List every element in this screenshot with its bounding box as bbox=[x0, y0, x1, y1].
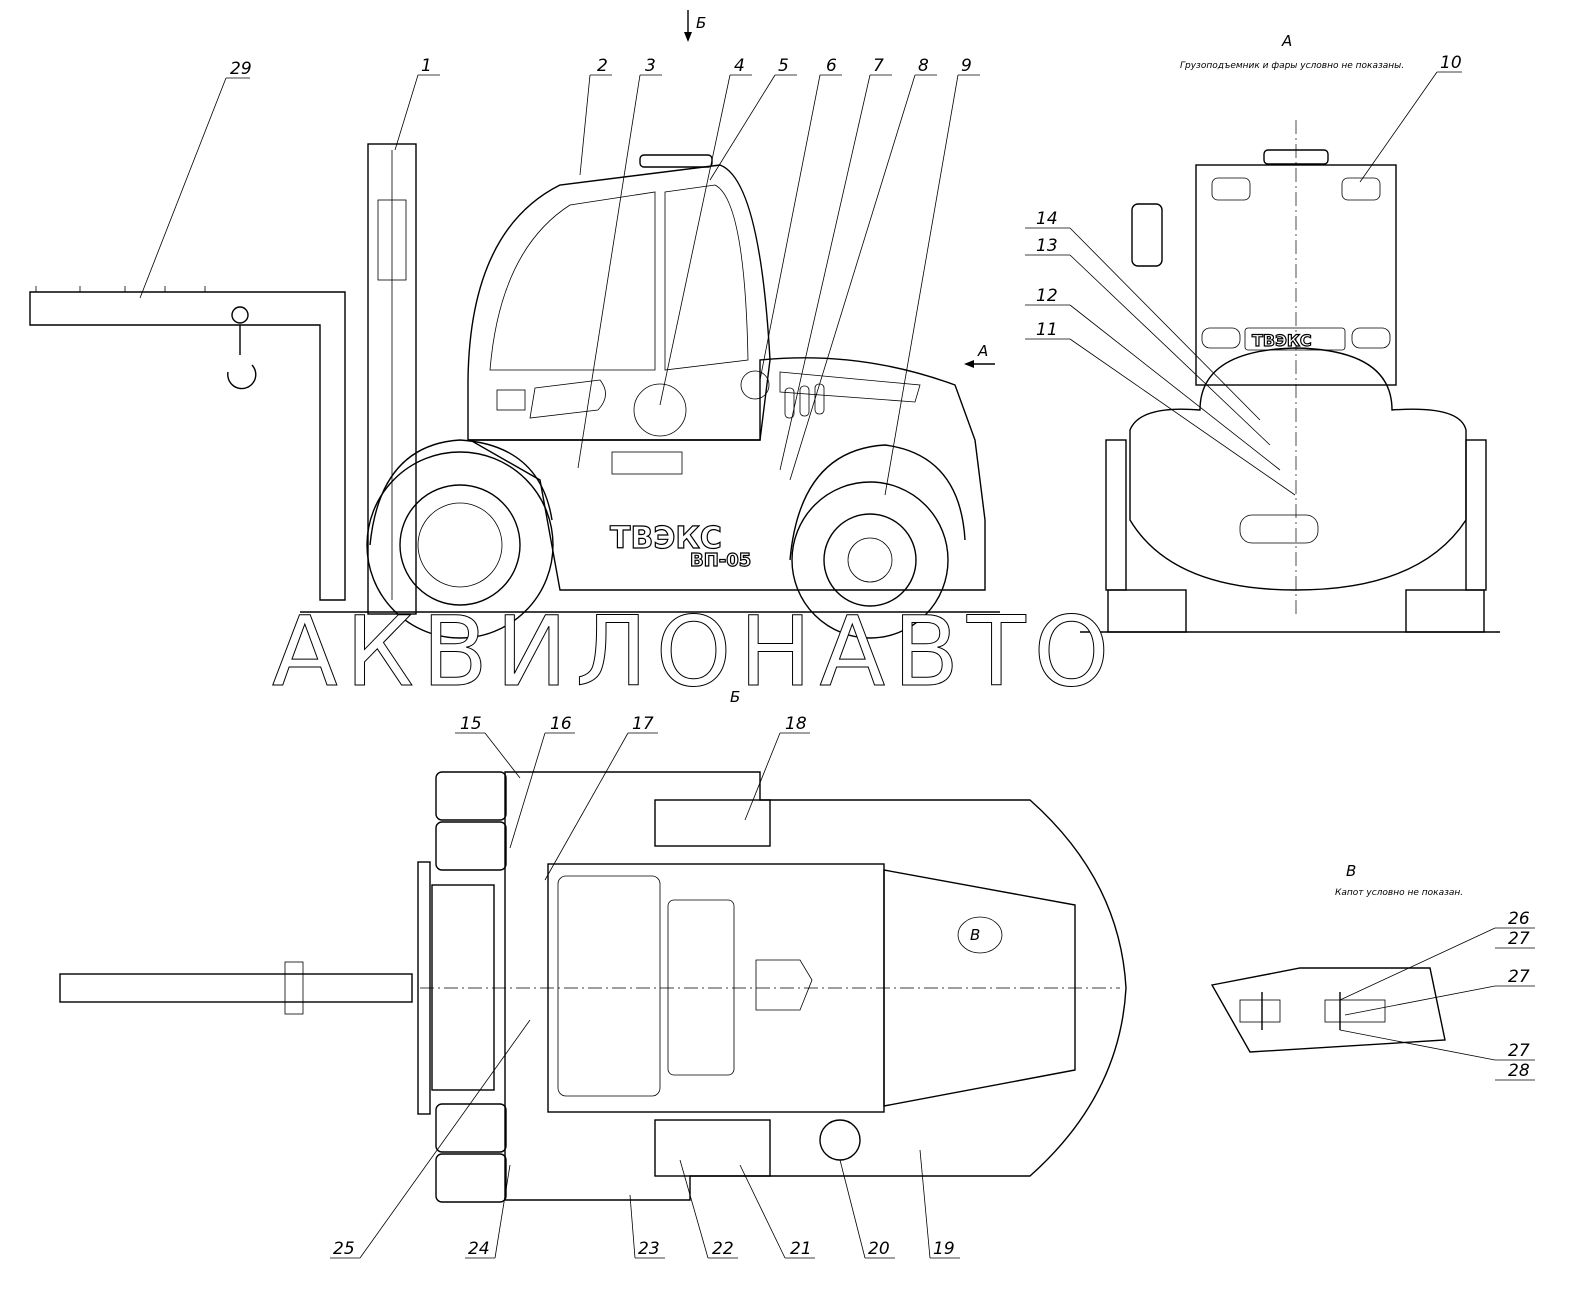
callout-numbers: 1 2 3 4 5 6 7 8 9 10 11 12 13 14 15 16 1… bbox=[230, 53, 1530, 1259]
side-view: ТВЭКС ВП-05 Б А bbox=[29, 10, 1000, 639]
cab-window bbox=[489, 191, 656, 371]
callout-27a: 27 bbox=[1508, 929, 1530, 949]
callout-leaders bbox=[139, 71, 1535, 1259]
section-b-marker: Б bbox=[696, 14, 706, 32]
callout-17: 17 bbox=[632, 714, 654, 734]
brand-name-front: ТВЭКС bbox=[1252, 331, 1312, 350]
jib-top bbox=[59, 973, 413, 1003]
view-a-title: А bbox=[1281, 32, 1292, 50]
front-tire-top-1 bbox=[435, 771, 507, 821]
wheel-left bbox=[1107, 589, 1187, 633]
crane-jib bbox=[29, 291, 346, 601]
mirror bbox=[1131, 203, 1163, 267]
callout-3: 3 bbox=[645, 56, 656, 76]
callout-14: 14 bbox=[1036, 209, 1058, 229]
engine-hood-front bbox=[1129, 347, 1467, 591]
callout-27c: 27 bbox=[1508, 1041, 1530, 1061]
callout-16: 16 bbox=[550, 714, 572, 734]
view-v-note: Капот условно не показан. bbox=[1335, 888, 1463, 898]
top-view-b: Б В bbox=[59, 688, 1127, 1203]
front-view-a: А Грузоподъемник и фары условно не показ… bbox=[1080, 32, 1500, 633]
callout-21: 21 bbox=[790, 1239, 812, 1259]
watermark: АКВИЛОНАВТО bbox=[272, 596, 1117, 708]
view-v-marker: В bbox=[970, 926, 980, 944]
cab-handle bbox=[529, 379, 606, 419]
callout-29: 29 bbox=[230, 59, 252, 79]
callout-12: 12 bbox=[1036, 286, 1058, 306]
detail-outline bbox=[1210, 967, 1446, 1053]
crane-hook bbox=[227, 325, 257, 390]
callout-22: 22 bbox=[712, 1239, 734, 1259]
cab bbox=[467, 164, 771, 441]
rear-wheel bbox=[791, 481, 949, 639]
callout-2: 2 bbox=[597, 56, 608, 76]
view-a-marker: А bbox=[977, 342, 988, 360]
callout-15: 15 bbox=[460, 714, 482, 734]
side-light bbox=[740, 370, 770, 400]
callout-20: 20 bbox=[868, 1239, 890, 1259]
front-fender bbox=[369, 439, 553, 546]
callout-11: 11 bbox=[1036, 320, 1058, 340]
cab-front bbox=[1195, 164, 1397, 386]
hook-pulley bbox=[231, 306, 249, 324]
callout-5: 5 bbox=[778, 56, 789, 76]
callout-13: 13 bbox=[1036, 236, 1058, 256]
callout-25: 25 bbox=[333, 1239, 355, 1259]
tire-right bbox=[1465, 439, 1487, 591]
step-plate-bottom bbox=[654, 1119, 771, 1177]
callout-9: 9 bbox=[961, 56, 972, 76]
section-b-title: Б bbox=[730, 688, 740, 706]
fuel-cap bbox=[819, 1119, 861, 1161]
view-a-note: Грузоподъемник и фары условно не показан… bbox=[1180, 61, 1404, 71]
body bbox=[467, 357, 986, 591]
callout-26: 26 bbox=[1508, 909, 1530, 929]
step-plate-top bbox=[654, 799, 771, 847]
callout-7: 7 bbox=[873, 56, 884, 76]
roof-vent bbox=[639, 154, 713, 168]
callout-27b: 27 bbox=[1508, 967, 1530, 987]
hydraulic-block bbox=[611, 451, 683, 475]
wheel-right bbox=[1405, 589, 1485, 633]
tire-left bbox=[1105, 439, 1127, 591]
mast bbox=[367, 143, 417, 615]
callout-28: 28 bbox=[1508, 1061, 1530, 1081]
detail-view-v: В Капот условно не показан. bbox=[1210, 862, 1463, 1053]
callout-8: 8 bbox=[918, 56, 929, 76]
fork-carriage bbox=[417, 861, 431, 1115]
view-v-title: В bbox=[1346, 862, 1356, 880]
callout-10: 10 bbox=[1440, 53, 1462, 73]
chassis-top bbox=[504, 771, 1127, 1201]
brand-name: ТВЭКС bbox=[610, 521, 722, 556]
callout-23: 23 bbox=[638, 1239, 660, 1259]
callout-1: 1 bbox=[421, 56, 432, 76]
front-wheel bbox=[366, 451, 554, 639]
callout-4: 4 bbox=[734, 56, 745, 76]
callout-6: 6 bbox=[826, 56, 837, 76]
callout-18: 18 bbox=[785, 714, 807, 734]
callout-19: 19 bbox=[933, 1239, 955, 1259]
rear-fender bbox=[789, 444, 966, 561]
brand-model: ВП-05 bbox=[690, 550, 751, 571]
callout-24: 24 bbox=[468, 1239, 490, 1259]
filler-hatch bbox=[633, 383, 687, 437]
